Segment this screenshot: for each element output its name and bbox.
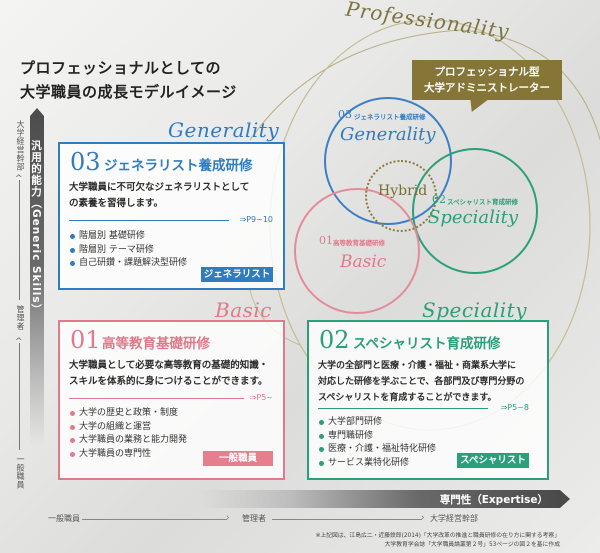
vertical-axis-arrow [30,108,44,446]
callout-professional-administrator: プロフェッショナル型 大学アドミニストレーター [412,60,562,100]
desc-line: スキルを体系的に身につけることができます。 [69,376,268,387]
callout-line-1: プロフェッショナル型 [434,66,540,78]
list-item: 大学の組織と運営 [70,421,187,435]
v-tick-manager: 管理者 [16,305,25,331]
list-item: 専門職研修 [319,430,436,444]
list-item: 大学部門研修 [319,416,436,430]
h-right-arrow-icon: › [421,513,425,523]
box-number: 01 [70,326,101,354]
v-up-arrow-icon: ^ [15,337,23,347]
list-item: 自己研鑽・課題解決型研修 [70,257,187,271]
v-axis-line-upper [19,180,20,300]
box-description: 大学職員に不可欠なジェネラリストとして の素養を習得します。 [69,180,279,212]
desc-line: スペシャリストを育成することができます。 [318,393,497,403]
horizontal-axis-arrow: 専門性（Expertise） [200,490,570,508]
venn-spec-script: Speciality [428,207,518,228]
page-title: プロフェッショナルとしての 大学職員の成長モデルイメージ [20,56,237,104]
venn-basic-number: 01 [319,234,333,247]
title-line-2: 大学職員の成長モデルイメージ [20,83,237,101]
list-item: サービス業特化研修 [319,457,436,471]
hybrid-label: Hybrid [378,183,428,199]
role-tag-general-staff: 一般職員 [203,451,273,466]
venn-spec-number: 02 [432,193,446,206]
h-axis-line-left [82,519,227,520]
page-reference: ⇒P5~ [249,393,273,402]
v-tick-executive: 大学経営幹部 [16,120,25,171]
desc-line: の素養を習得します。 [69,198,164,209]
v-up-arrow-icon: ^ [15,174,23,184]
professionality-label: Professionality [344,0,512,44]
h-tick-staff: 一般職員 [48,514,80,523]
speciality-box: 02 スペシャリスト育成研修 大学の全部門と医療・介護・福祉・商業系大学に 対応… [307,320,549,480]
box-heading: ジェネラリスト養成研修 [104,158,253,174]
page-reference: ⇒P9~10 [239,215,274,224]
footnote: ※上記図は、江島広二・近藤鉄郎(2014)「大学改革の推進と職員研修の在り方に関… [316,532,560,550]
role-tag-generalist: ジェネラリスト [201,267,273,282]
callout-line-2: 大学アドミニストレーター [424,82,550,94]
venn-gen-script: Generality [340,124,436,145]
box-number: 02 [319,326,350,354]
basic-script-label: Basic [215,298,272,322]
box-heading: 高等教育基礎研修 [102,336,210,352]
title-line-1: プロフェッショナルとしての [20,59,222,77]
list-item: 医療・介護・福祉特化研修 [319,443,436,457]
box-description: 大学職員として必要な高等教育の基礎的知識・ スキルを体系的に身につけることができ… [69,358,284,390]
desc-line: 大学の全部門と医療・介護・福祉・商業系大学に [318,361,517,371]
h-tick-manager: 管理者 [242,514,266,523]
desc-line: 大学職員として必要な高等教育の基礎的知識・ [69,360,269,371]
box-description: 大学の全部門と医療・介護・福祉・商業系大学に 対応した研修を学ぶことで、各部門及… [318,358,548,406]
venn-basic-script: Basic [340,252,387,272]
desc-line: 大学職員に不可欠なジェネラリストとして [69,182,250,193]
list-item: 階層別 テーマ研修 [70,244,187,258]
horizontal-axis-label: 専門性（Expertise） [439,494,548,506]
h-tick-executive: 大学経営幹部 [430,514,478,523]
venn-spec-subtitle: スペシャリスト育成研修 [447,198,519,206]
training-list: 階層別 基礎研修 階層別 テーマ研修 自己研鑽・課題解決型研修 [70,230,187,271]
vertical-axis-label: 汎用的能力（Generic Skills） [30,140,42,316]
generality-box: 03 ジェネラリスト養成研修 大学職員に不可欠なジェネラリストとして の素養を習… [58,142,285,290]
footnote-line-1: ※上記図は、江島広二・近藤鉄郎(2014)「大学改革の推進と職員研修の在り方に関… [315,533,560,539]
training-list: 大学の歴史と政策・制度 大学の組織と運営 大学職員の業務と能力開発 大学職員の専… [70,407,187,461]
speciality-script-label: Speciality [422,298,527,322]
venn-gen-subtitle: ジェネラリスト養成研修 [354,113,426,121]
footnote-line-2: 大学教育学会誌「大学職員論叢第２号」53ページの図２を基に作成 [384,542,560,548]
venn-circle-hybrid [365,160,437,232]
divider [318,408,488,409]
venn-circle-basic [294,188,420,314]
box-number: 03 [70,148,101,176]
v-tick-staff: 一般職員 [16,455,25,489]
h-axis-line-right [272,519,422,520]
page-reference: ⇒P5~8 [500,403,529,412]
divider [69,398,244,399]
venn-gen-number: 03 [338,108,352,121]
v-axis-line-lower [19,343,20,450]
list-item: 大学の歴史と政策・制度 [70,407,187,421]
generality-script-label: Generality [168,118,280,142]
box-heading: スペシャリスト育成研修 [353,336,501,352]
desc-line: 対応した研修を学ぶことで、各部門及び専門分野の [318,377,525,387]
training-list: 大学部門研修 専門職研修 医療・介護・福祉特化研修 サービス業特化研修 [319,416,436,470]
list-item: 大学職員の専門性 [70,448,187,462]
h-right-arrow-icon: › [226,513,230,523]
role-tag-specialist: スペシャリスト [457,453,529,468]
divider [69,220,229,221]
list-item: 大学職員の業務と能力開発 [70,434,187,448]
list-item: 階層別 基礎研修 [70,230,187,244]
basic-box: 01 高等教育基礎研修 大学職員として必要な高等教育の基礎的知識・ スキルを体系… [58,320,285,480]
venn-basic-subtitle: 高等教育基礎研修 [333,239,385,247]
